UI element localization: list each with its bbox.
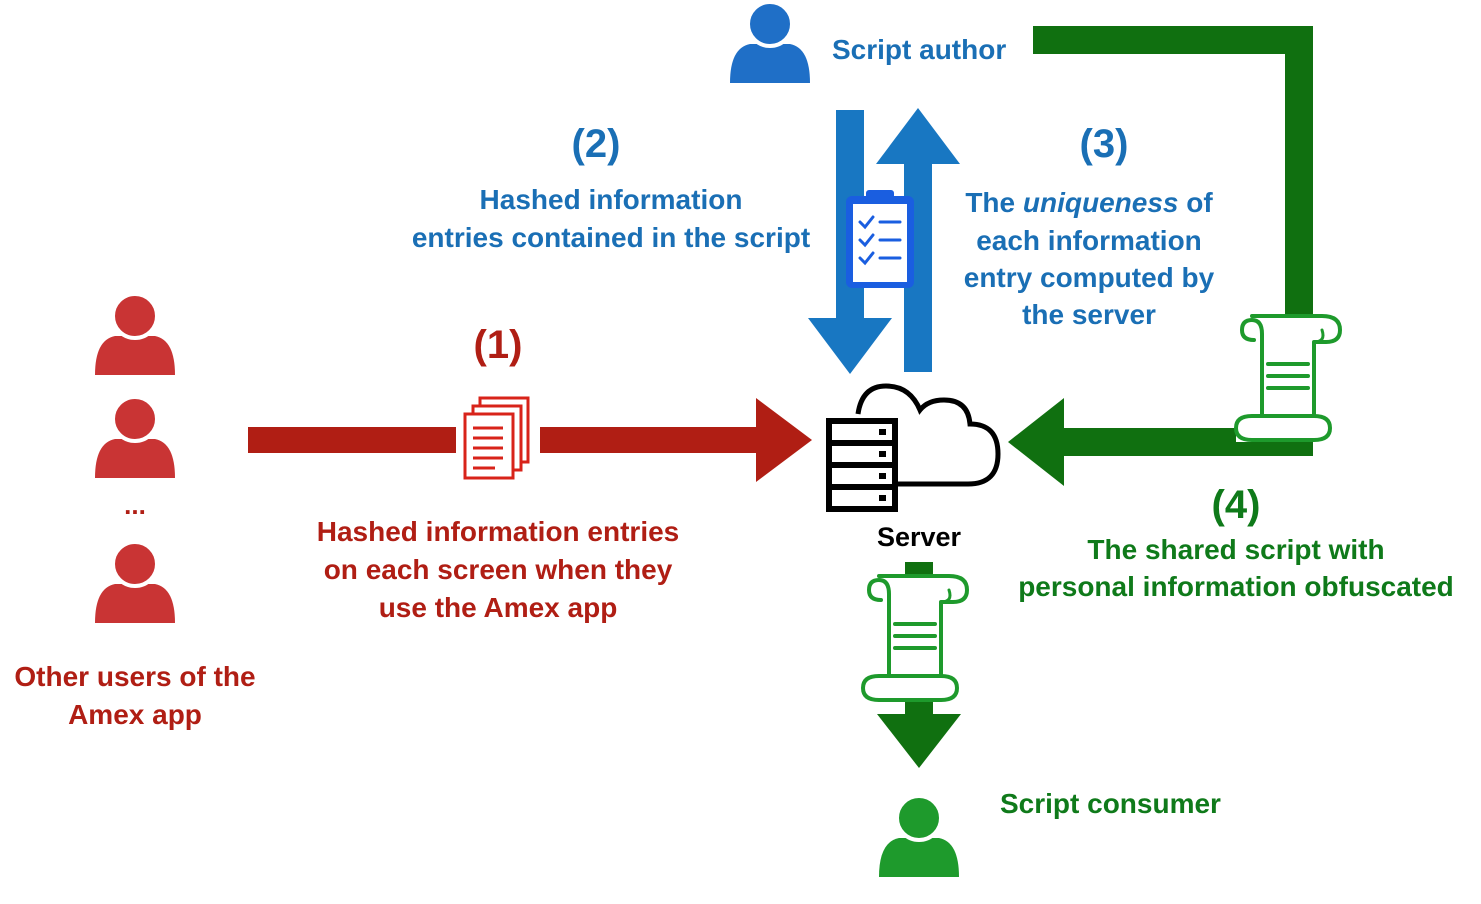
documents-icon [463, 396, 530, 480]
script-author-label: Script author [832, 34, 1006, 65]
step3-arrow-up [876, 108, 960, 372]
step3-description-line1: The uniqueness of [965, 187, 1213, 218]
shared-script-scroll-icon [861, 574, 969, 702]
script-consumer-icon [877, 794, 961, 879]
script-scroll-icon [1234, 314, 1342, 442]
server-rack-icon [826, 418, 898, 512]
step3-number: (3) [1080, 122, 1129, 166]
step2-number: (2) [572, 122, 621, 166]
script-author-icon [728, 0, 812, 85]
step1-arrow-shaft-left [248, 427, 456, 453]
step1-arrow-shaft-right [540, 427, 758, 453]
red-user-2-icon [93, 395, 177, 480]
red-user-1-icon [93, 292, 177, 377]
users-ellipsis: ... [124, 490, 146, 520]
step1-arrow [248, 398, 812, 482]
step1-number: (1) [474, 323, 523, 367]
step1-arrow-head [756, 398, 812, 482]
script-consumer-label: Script consumer [1000, 788, 1221, 819]
server-label: Server [877, 522, 962, 552]
step4-number: (4) [1212, 483, 1261, 527]
red-user-3-icon [93, 540, 177, 625]
clipboard-checklist-icon [846, 190, 914, 288]
